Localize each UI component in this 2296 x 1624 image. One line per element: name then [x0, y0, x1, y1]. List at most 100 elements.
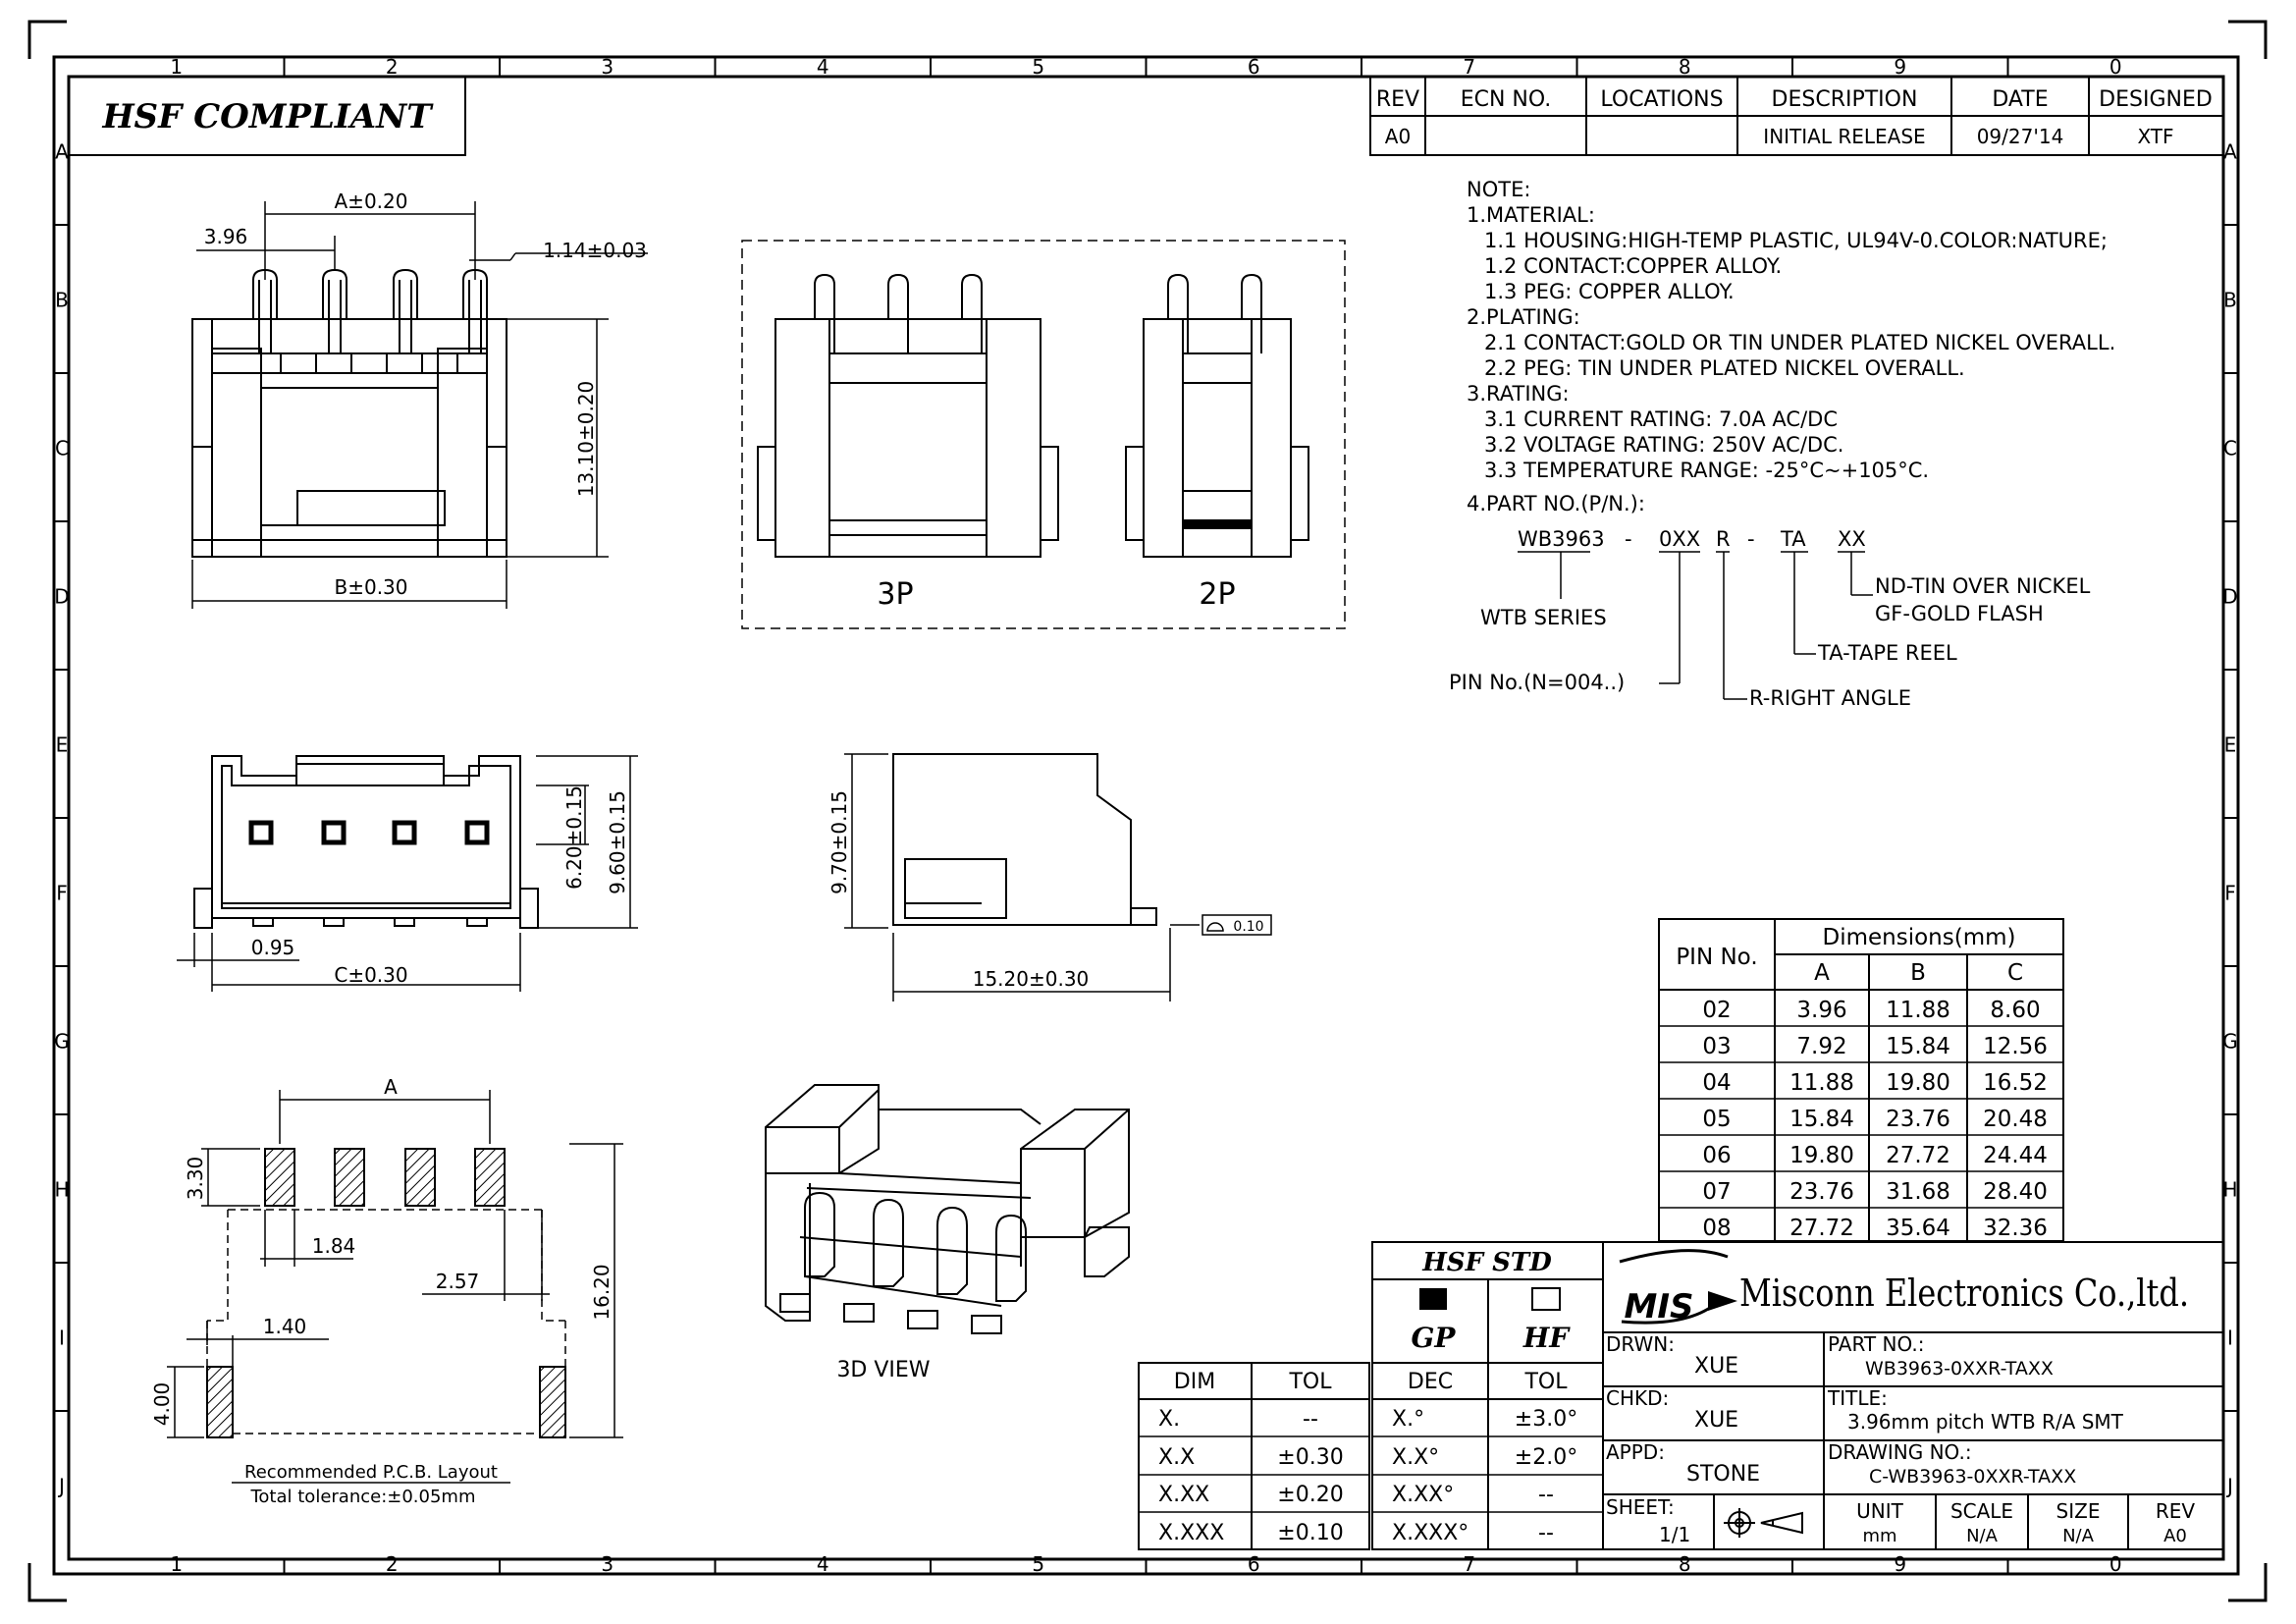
hsf-gp-label: GP [1412, 1322, 1457, 1354]
tol-row-tol: ±0.30 [1277, 1445, 1343, 1470]
gp-filled-square-icon [1419, 1288, 1447, 1310]
zone-row-label: F [2224, 882, 2236, 905]
part-code-dash: - [1625, 527, 1632, 551]
dim-table-value-cell: 19.80 [1789, 1143, 1854, 1168]
part-code-pins: 0XX [1659, 527, 1700, 551]
chkd-label: CHKD: [1606, 1386, 1669, 1410]
size-label: SIZE [2056, 1499, 2101, 1523]
part-code-ta: TA [1780, 527, 1806, 551]
rev-row-date: 09/27'14 [1977, 125, 2064, 148]
hsf-row-dec: X.° [1392, 1407, 1424, 1432]
dim-table-value-cell: 3.96 [1796, 998, 1846, 1023]
rev-label: REV [2156, 1499, 2196, 1523]
variant-3p-label: 3P [877, 577, 913, 612]
hsf-header-dec: DEC [1408, 1370, 1453, 1394]
zone-row-label: H [54, 1178, 69, 1202]
dim-table-pin-cell: 08 [1702, 1216, 1731, 1241]
note-line: 1.MATERIAL: [1467, 203, 1595, 227]
dim-table-value-cell: 35.64 [1886, 1216, 1950, 1241]
dim-table-col-b: B [1910, 960, 1926, 986]
tol-header-dim: DIM [1174, 1370, 1215, 1394]
zone-row-label: G [54, 1030, 70, 1054]
company-name: Misconn Electronics Co.,ltd. [1739, 1272, 2189, 1315]
top-view-dimensions [191, 201, 648, 609]
drwn-label: DRWN: [1606, 1332, 1675, 1356]
variant-3p-drawing [757, 273, 1059, 558]
dim-095-label: 0.95 [251, 936, 295, 959]
hsf-row-tol: -- [1538, 1521, 1554, 1545]
zone-column-label: 8 [1679, 55, 1691, 79]
tol-header-tol: TOL [1288, 1370, 1332, 1394]
zone-row-label: D [54, 585, 69, 609]
dim-620-label: 6.20±0.15 [562, 785, 586, 890]
dim-table-value-cell: 23.76 [1886, 1107, 1950, 1132]
dim-table-value-cell: 15.84 [1886, 1034, 1950, 1059]
dim-table-pin-cell: 05 [1702, 1107, 1731, 1132]
note-line: 2.1 CONTACT:GOLD OR TIN UNDER PLATED NIC… [1484, 331, 2115, 354]
pcb-dim-184: 1.84 [312, 1234, 356, 1258]
title-block: MIS Misconn Electronics Co.,ltd. DRWN: X… [1602, 1241, 2224, 1550]
dim-table-value-cell: 27.72 [1789, 1216, 1854, 1241]
pcb-layout-drawing [206, 1148, 566, 1438]
part-no-label: PART NO.: [1828, 1332, 1924, 1356]
dim-table-value-cell: 15.84 [1789, 1107, 1854, 1132]
zone-column-label: 0 [2109, 55, 2122, 79]
dim-pin-label: 1.14±0.03 [543, 239, 647, 262]
zone-column-label: 0 [2109, 1552, 2122, 1576]
rev-row-description: INITIAL RELEASE [1763, 125, 1925, 148]
legend-nd: ND-TIN OVER NICKEL [1875, 574, 2091, 598]
dim-table-pin-header: PIN No. [1676, 945, 1757, 970]
pcb-tolerance: Total tolerance:±0.05mm [249, 1487, 475, 1507]
legend-pin: PIN No.(N=004..) [1449, 671, 1625, 694]
unit-label: UNIT [1856, 1499, 1903, 1523]
dim-table-value-cell: 11.88 [1886, 998, 1950, 1023]
variant-2p-drawing [1125, 273, 1309, 558]
appd-label: APPD: [1606, 1440, 1665, 1464]
dim-table-value-cell: 11.88 [1789, 1070, 1854, 1096]
part-code-dash: - [1747, 527, 1755, 551]
hsf-row-tol: ±3.0° [1515, 1407, 1577, 1432]
dim-table-pin-cell: 02 [1702, 998, 1731, 1023]
note-line: NOTE: [1467, 178, 1530, 201]
variant-box [741, 240, 1346, 629]
chkd-value: XUE [1694, 1408, 1738, 1433]
zone-column-label: 4 [817, 55, 829, 79]
sheet-value: 1/1 [1659, 1523, 1690, 1546]
tol-row-tol: -- [1303, 1407, 1318, 1432]
zone-column-label: 9 [1894, 1552, 1906, 1576]
dim-b-label: B±0.30 [334, 575, 407, 599]
rev-row-rev: A0 [1385, 125, 1411, 148]
zone-column-label: 8 [1679, 1552, 1691, 1576]
zone-row-label: H [2222, 1178, 2237, 1202]
notes-block: NOTE: 1.MATERIAL: 1.1 HOUSING:HIGH-TEMP … [1467, 178, 2115, 515]
dim-table-col-a: A [1814, 960, 1830, 986]
pcb-dim-140: 1.40 [263, 1315, 307, 1338]
dim-table-value-cell: 16.52 [1983, 1070, 2048, 1096]
dim-table-value-cell: 23.76 [1789, 1179, 1854, 1205]
rev-header-locations: LOCATIONS [1600, 87, 1723, 112]
tol-row-dim: X.X [1158, 1445, 1195, 1470]
company-logo: MIS [1619, 1249, 1737, 1326]
zone-column-label: 7 [1463, 55, 1475, 79]
zone-row-label: B [2223, 289, 2237, 312]
tol-row-dim: X.XXX [1158, 1521, 1224, 1545]
zone-column-label: 7 [1463, 1552, 1475, 1576]
dim-side-height-label: 9.70±0.15 [828, 790, 851, 894]
drwn-value: XUE [1694, 1354, 1738, 1379]
hsf-std-block: HSF STD GP HF DEC TOL X.° ±3.0° X.X° ±2.… [1371, 1241, 1604, 1550]
appd-value: STONE [1686, 1462, 1760, 1487]
hsf-hf-label: HF [1522, 1322, 1571, 1354]
top-view-drawing [191, 268, 507, 558]
legend-gf: GF-GOLD FLASH [1875, 602, 2044, 625]
tol-row-tol: ±0.10 [1277, 1521, 1343, 1545]
rev-value: A0 [2163, 1526, 2187, 1546]
note-line: 3.1 CURRENT RATING: 7.0A AC/DC [1484, 407, 1838, 431]
zone-row-label: C [2223, 437, 2237, 460]
drawing-no-value: C-WB3963-0XXR-TAXX [1869, 1466, 2076, 1488]
note-line: 4.PART NO.(P/N.): [1467, 492, 1645, 515]
zone-row-label: E [56, 733, 69, 757]
hsf-header-tol: TOL [1523, 1370, 1568, 1394]
tol-row-tol: ±0.20 [1277, 1483, 1343, 1507]
dim-table-group-header: Dimensions(mm) [1823, 925, 2016, 950]
